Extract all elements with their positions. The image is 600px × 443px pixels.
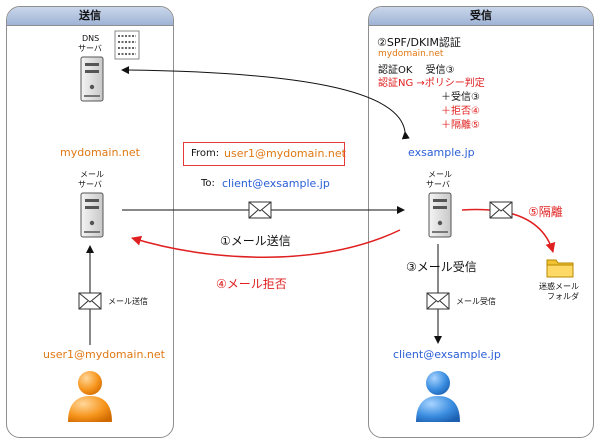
auth-ng-line: 認証NG →ポリシー判定 (378, 78, 485, 89)
left-user-address: user1@mydomain.net (43, 348, 165, 361)
auth-option-receive: ＋受信③ (441, 92, 480, 103)
flow-send-label: ①メール送信 (220, 234, 291, 248)
folder-label-line2: フォルダ (547, 292, 579, 301)
auth-title: ②SPF/DKIM認証 (377, 36, 461, 49)
dns-server-label-line2: サーバ (78, 44, 102, 53)
dns-server-icon (80, 56, 104, 102)
flow-receive-label: ③メール受信 (406, 260, 477, 274)
flow-reject-label: ④メール拒否 (216, 277, 287, 291)
sender-panel-title: 送信 (7, 7, 173, 26)
auth-domain: mydomain.net (378, 49, 444, 59)
from-header-box: From: user1@mydomain.net (183, 142, 346, 166)
sender-domain: mydomain.net (60, 146, 140, 159)
from-label: From: (191, 148, 220, 159)
auth-option-quarantine: ＋隔離⑤ (441, 120, 480, 131)
folder-label-line1: 迷惑メール (539, 282, 579, 291)
receiver-server-label-line1: メール (428, 170, 452, 179)
right-user-address: client@exsample.jp (393, 348, 501, 361)
receiver-server-label-line2: サーバ (426, 180, 450, 189)
to-address: client@exsample.jp (222, 177, 330, 190)
receiver-panel: 受信 (368, 6, 594, 438)
receiver-domain: exsample.jp (408, 146, 475, 159)
sender-mail-server-icon (80, 192, 104, 238)
dns-records-icon (114, 30, 140, 60)
to-label: To: (201, 178, 215, 189)
spam-folder-icon (546, 259, 574, 278)
receiver-panel-title: 受信 (369, 7, 593, 26)
auth-option-reject: ＋拒否④ (441, 106, 480, 117)
left-user-avatar-icon (68, 371, 112, 422)
flow-quarantine-label: ⑤隔離 (528, 205, 563, 219)
auth-ok-line: 認証OK 受信③ (378, 65, 455, 76)
right-user-receive-label: メール受信 (456, 297, 496, 306)
dns-server-label-line1: DNS (82, 34, 100, 43)
sender-server-label-line1: メール (80, 170, 104, 179)
left-user-send-label: メール送信 (108, 297, 148, 306)
right-user-avatar-icon (416, 371, 460, 422)
from-address: user1@mydomain.net (224, 147, 346, 160)
envelope-icon-send (248, 201, 272, 219)
receiver-mail-server-icon (428, 192, 452, 238)
sender-server-label-line2: サーバ (78, 180, 102, 189)
